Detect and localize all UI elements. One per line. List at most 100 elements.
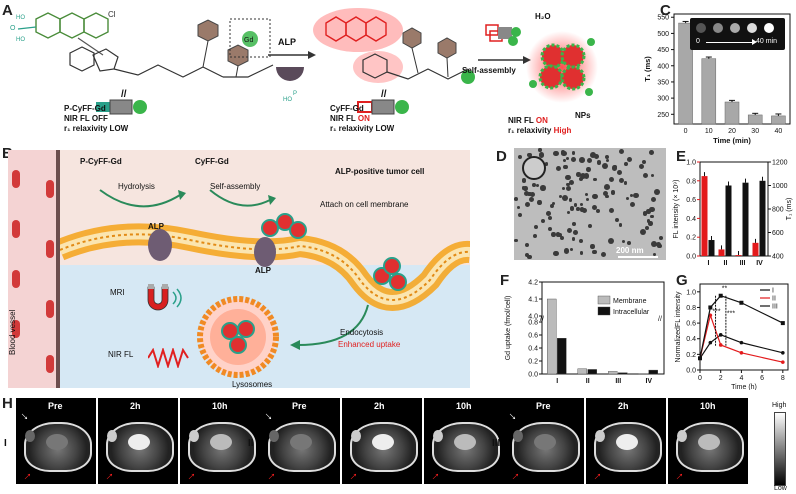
nanoparticle-dot bbox=[576, 207, 580, 211]
data-point bbox=[708, 340, 713, 345]
nanoparticle-dot bbox=[561, 151, 567, 157]
nanoparticle-dot bbox=[605, 158, 609, 162]
intensity-scale bbox=[774, 412, 786, 486]
nanoparticle-dot bbox=[569, 206, 575, 211]
nanoparticle-dot bbox=[627, 157, 633, 163]
magnet-icon bbox=[147, 284, 182, 311]
mri-tile: 2h→ bbox=[586, 398, 666, 484]
y-tick-label-right: 800 bbox=[772, 207, 784, 214]
nir-fl-wave bbox=[148, 348, 189, 368]
data-point bbox=[708, 305, 713, 310]
nanoparticle-dot bbox=[596, 209, 601, 214]
nanoparticle-dot bbox=[596, 160, 602, 165]
reference-arrow-icon: → bbox=[16, 405, 36, 425]
probe2-name: CyFF-Gd bbox=[330, 104, 364, 113]
nanoparticle-dot bbox=[649, 206, 655, 213]
mri-time-label: Pre bbox=[536, 401, 551, 411]
probe1-fl: NIR FL OFF bbox=[64, 114, 108, 123]
tumor-arrow-icon: → bbox=[16, 465, 36, 484]
nanoparticle-dot bbox=[571, 237, 576, 241]
nanoparticle-dot bbox=[579, 176, 584, 181]
bar bbox=[735, 255, 742, 256]
y-tick-label: 0.4 bbox=[528, 346, 538, 353]
b-vessel: Blood vessel bbox=[8, 309, 17, 355]
t1-inset: 0 40 min bbox=[690, 18, 785, 50]
sig-marker: ** bbox=[722, 285, 728, 292]
nanoparticle-dot bbox=[601, 252, 607, 258]
nanoparticle-dot bbox=[590, 244, 595, 249]
svg-text:HO: HO bbox=[16, 15, 25, 21]
nanoparticle-dot bbox=[526, 191, 532, 197]
panel-a-scheme: Cl O HO HO Gd // HO P bbox=[10, 8, 531, 115]
sig-marker: *** bbox=[727, 310, 735, 317]
nanoparticle-dot bbox=[529, 191, 536, 198]
nanoparticle-dot bbox=[568, 180, 574, 186]
nanoparticle-dot bbox=[654, 189, 660, 195]
nanoparticle-dot bbox=[517, 206, 521, 210]
nanoparticle-dot bbox=[648, 221, 653, 226]
nanoparticle-dot bbox=[525, 243, 530, 248]
nanoparticle-dot bbox=[540, 185, 546, 191]
legend-swatch bbox=[597, 306, 611, 316]
mri-time-label: 10h bbox=[212, 401, 228, 411]
mri-tile: 10h→ bbox=[668, 398, 748, 484]
mri-time-label: Pre bbox=[292, 401, 307, 411]
y-tick-label: 4.1 bbox=[528, 297, 538, 304]
y-tick-label-right: 600 bbox=[772, 230, 784, 237]
cyff-gd-structure bbox=[313, 8, 475, 84]
x-tick-label: 10 bbox=[705, 128, 713, 135]
x-tick-label: II bbox=[586, 378, 590, 385]
nanoparticle-dot bbox=[652, 252, 657, 256]
x-tick-label: IV bbox=[756, 260, 763, 267]
nanoparticle-dot bbox=[618, 177, 625, 184]
bar bbox=[747, 114, 763, 125]
series-line bbox=[699, 313, 783, 363]
y-tick-label: 4.2 bbox=[528, 280, 538, 287]
panel-label-g: G bbox=[676, 272, 688, 289]
nanoparticle-dot bbox=[521, 185, 526, 190]
nanoparticle-dot bbox=[535, 183, 540, 187]
reference-arrow-icon: → bbox=[260, 405, 280, 425]
nanoparticle-dot bbox=[551, 232, 556, 237]
panel-label-f: F bbox=[500, 272, 510, 289]
y-tick-label: 4.0 bbox=[528, 314, 538, 321]
nanoparticle-dot bbox=[586, 158, 592, 164]
tumor-arrow-icon: → bbox=[98, 465, 118, 484]
tem-image bbox=[514, 148, 666, 260]
legend-swatch bbox=[597, 295, 611, 305]
bar bbox=[724, 101, 740, 125]
panel-label-a: A bbox=[2, 2, 13, 19]
nanoparticle-dot bbox=[567, 211, 571, 215]
x-tick-label: I bbox=[556, 378, 558, 385]
bar bbox=[742, 182, 749, 256]
legend-label: II bbox=[772, 296, 776, 303]
h2o-label: H₂O bbox=[535, 12, 551, 21]
tumor-arrow-icon: → bbox=[424, 465, 444, 484]
alp-arrow: HO P bbox=[268, 51, 316, 103]
svg-text:HO: HO bbox=[283, 97, 292, 103]
nanoparticle-dot bbox=[548, 215, 553, 221]
y-tick-label: 0.2 bbox=[686, 352, 696, 359]
mri-tile: 10h→ bbox=[180, 398, 260, 484]
tem-inset bbox=[522, 156, 546, 180]
nanoparticle-dot bbox=[639, 229, 646, 236]
nanoparticle-dot bbox=[578, 238, 584, 244]
data-point bbox=[698, 356, 702, 361]
data-point bbox=[718, 333, 723, 337]
nanoparticle-dot bbox=[529, 196, 535, 203]
self-assembly-label: Self-assembly bbox=[462, 66, 516, 75]
nanoparticle-dot bbox=[566, 156, 570, 161]
y-tick-label-right: 400 bbox=[772, 254, 784, 261]
nanoparticle-dot bbox=[576, 172, 581, 177]
y-tick-label: 0.4 bbox=[686, 336, 696, 343]
nanoparticle-dot bbox=[564, 174, 571, 181]
y-tick-label: 0.2 bbox=[528, 359, 538, 366]
x-tick-label: III bbox=[615, 378, 621, 385]
b-enhanced: Enhanced uptake bbox=[338, 340, 401, 349]
svg-text://: // bbox=[121, 89, 127, 100]
data-point bbox=[739, 351, 744, 355]
nanoparticle-dot bbox=[552, 201, 556, 205]
